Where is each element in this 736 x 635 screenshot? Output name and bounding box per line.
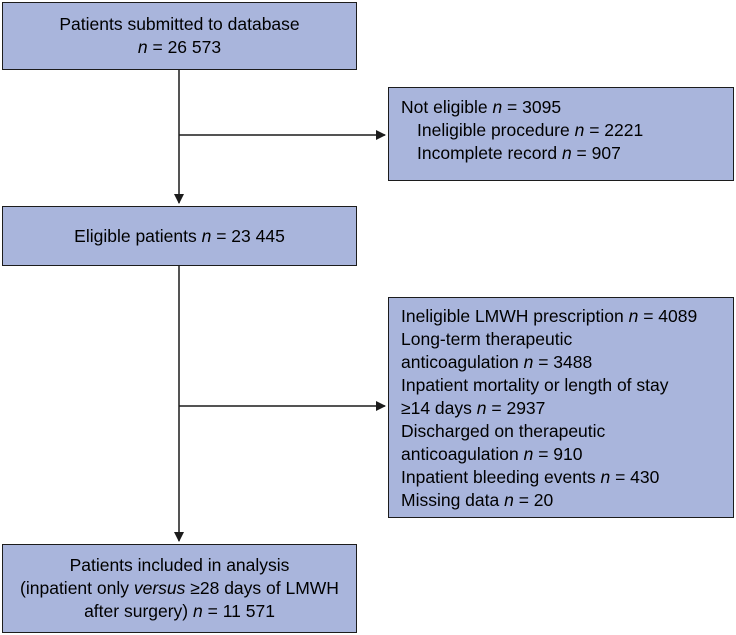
n-symbol: n <box>628 306 639 326</box>
box-patients-submitted: Patients submitted to database n = 26 57… <box>2 2 357 70</box>
exclusion-line: Discharged on therapeutic <box>401 420 733 443</box>
exclusion-text: Ineligible LMWH prescription <box>401 306 624 326</box>
exclusion-value: = 910 <box>533 444 583 464</box>
exclusion-line: Long-term therapeutic <box>401 328 733 351</box>
exclusion-text: Long-term therapeutic <box>401 329 573 349</box>
exclusion-line: Ineligible LMWH prescription n = 4089 <box>401 305 733 328</box>
exclusion-line: Inpatient bleeding events n = 430 <box>401 466 733 489</box>
n-symbol: n <box>137 37 148 57</box>
not-eligible-item-label: Incomplete record <box>417 143 558 163</box>
exclusion-text: Discharged on therapeutic <box>401 421 606 441</box>
not-eligible-item-value: = 907 <box>571 143 621 163</box>
n-symbol: n <box>561 143 572 163</box>
not-eligible-item-label: Ineligible procedure <box>417 120 570 140</box>
exclusion-line: Inpatient mortality or length of stay <box>401 374 733 397</box>
n-symbol: n <box>201 225 212 246</box>
n-symbol: n <box>476 398 487 418</box>
box-eligible-patients: Eligible patients n = 23 445 <box>2 206 357 266</box>
exclusion-line: anticoagulation n = 3488 <box>401 351 733 374</box>
exclusion-value: = 430 <box>610 467 660 487</box>
exclusion-value: = 3488 <box>533 352 593 372</box>
included-line3: after surgery) <box>84 601 189 621</box>
exclusion-text: Missing data <box>401 490 500 510</box>
exclusion-line: anticoagulation n = 910 <box>401 443 733 466</box>
not-eligible-title: Not eligible n = 3095 <box>401 96 733 119</box>
included-value: = 11 571 <box>202 601 275 621</box>
eligible-value: = 23 445 <box>211 225 285 246</box>
exclusion-text: Inpatient bleeding events <box>401 467 596 487</box>
exclusion-value: = 20 <box>513 490 554 510</box>
exclusion-text: anticoagulation <box>401 352 519 372</box>
n-symbol: n <box>504 490 514 510</box>
submitted-count: n = 26 573 <box>138 36 221 59</box>
included-count: after surgery) n = 11 571 <box>84 600 275 623</box>
box-patients-included: Patients included in analysis (inpatient… <box>2 544 357 633</box>
not-eligible-value: = 3095 <box>502 97 562 117</box>
eligible-count: Eligible patients n = 23 445 <box>74 225 285 248</box>
not-eligible-label: Not eligible <box>401 97 488 117</box>
exclusion-text: ≥14 days <box>401 398 472 418</box>
included-comparison-pre: (inpatient only <box>20 578 134 598</box>
submitted-count-value: = 26 573 <box>147 37 222 57</box>
included-title: Patients included in analysis <box>69 555 290 575</box>
exclusion-line: Missing data n = 20 <box>401 489 733 512</box>
n-symbol: n <box>523 352 534 372</box>
n-symbol: n <box>574 120 585 140</box>
n-symbol: n <box>492 97 503 117</box>
included-comparison-versus: versus <box>133 578 186 598</box>
included-comparison: (inpatient only versus ≥28 days of LMWH <box>20 577 339 600</box>
not-eligible-item: Incomplete record n = 907 <box>401 142 733 165</box>
n-symbol: n <box>193 601 203 621</box>
not-eligible-item-value: = 2221 <box>584 120 644 140</box>
exclusion-text: anticoagulation <box>401 444 519 464</box>
exclusion-value: = 4089 <box>638 306 698 326</box>
exclusion-value: = 2937 <box>486 398 546 418</box>
included-comparison-post: ≥28 days of LMWH <box>185 578 339 598</box>
not-eligible-item: Ineligible procedure n = 2221 <box>401 119 733 142</box>
n-symbol: n <box>523 444 534 464</box>
box-not-eligible: Not eligible n = 3095 Ineligible procedu… <box>388 87 734 181</box>
exclusion-text: Inpatient mortality or length of stay <box>401 375 669 395</box>
exclusion-line: ≥14 days n = 2937 <box>401 397 733 420</box>
submitted-title: Patients submitted to database <box>59 14 300 34</box>
box-exclusions: Ineligible LMWH prescription n = 4089 Lo… <box>388 297 734 518</box>
eligible-label: Eligible patients <box>74 225 197 246</box>
n-symbol: n <box>600 467 611 487</box>
